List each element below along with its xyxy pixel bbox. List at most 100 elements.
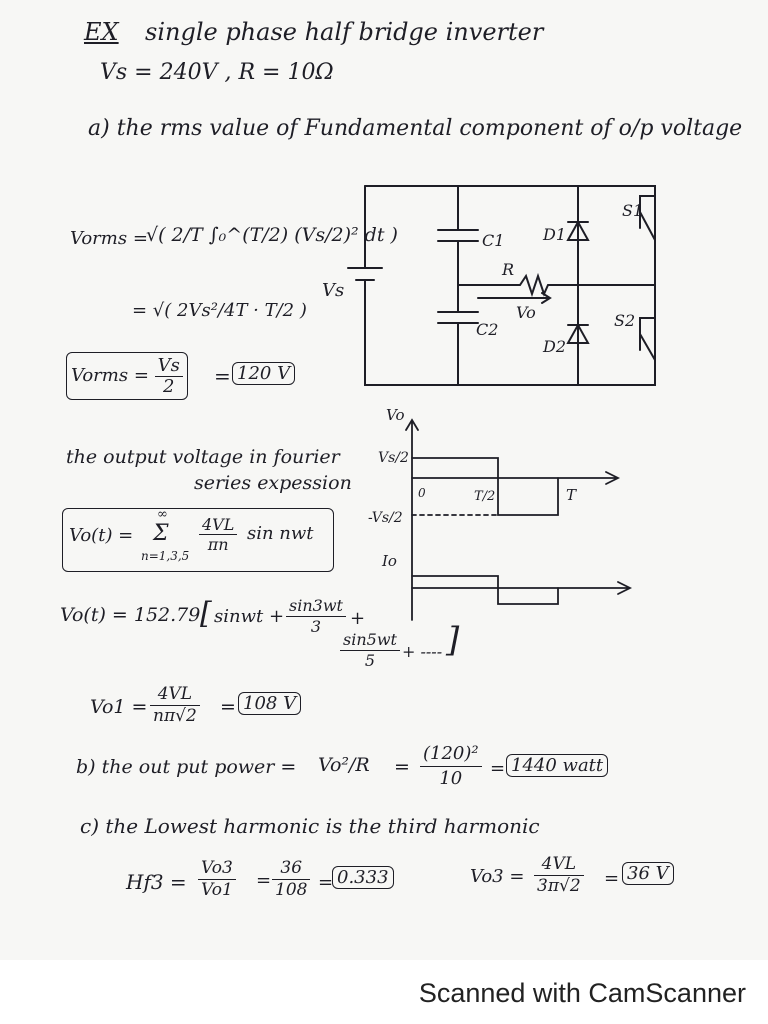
fourier-coef-den: πn: [207, 535, 229, 554]
part-a-heading: a) the rms value of Fundamental componen…: [88, 116, 743, 141]
hf3-lhs: Hf3 =: [126, 870, 187, 894]
part-b-heading: b) the out put power =: [76, 756, 297, 778]
s2-label: S2: [614, 311, 635, 330]
vorms-lhs: Vorms =: [70, 228, 148, 249]
vorms-result-lhs: Vorms =: [71, 365, 149, 386]
vo1-lhs: Vo1 =: [90, 696, 148, 718]
fourier-expansion-t1: sinwt +: [214, 606, 285, 627]
origin-label: 0: [418, 486, 426, 500]
hf3-value-box: 0.333: [332, 866, 394, 889]
part-c-heading: c) the Lowest harmonic is the third harm…: [80, 814, 540, 838]
ex-label: EX: [84, 18, 119, 46]
vorms-integral: √( 2/T ∫₀^(T/2) (Vs/2)² dt ): [146, 224, 398, 246]
part-b-equals: =: [394, 756, 410, 778]
r-label: R: [501, 260, 514, 279]
s1-symbol: [639, 195, 656, 241]
vo3-den: 3π√2: [537, 876, 581, 896]
part-b-num: (120)²: [420, 742, 482, 767]
hf3-num-2: 36: [272, 858, 311, 880]
sum-top: ∞: [157, 507, 168, 522]
fourier-coef-num: 4VL: [199, 515, 238, 535]
vo-axis-label: Vo: [386, 406, 405, 424]
pos-level-label: Vs/2: [378, 450, 409, 466]
load-resistor: [457, 272, 656, 298]
vo-square-wave: [411, 457, 559, 516]
vo3-equals: =: [604, 868, 620, 889]
fourier-expansion-bracket: [: [200, 596, 212, 631]
vo1-den: nπ√2: [153, 706, 197, 726]
part-b-formula: Vo²/R: [318, 754, 370, 776]
c2-plates: [437, 311, 479, 324]
s1-label: S1: [622, 201, 643, 220]
vorms-value-box: 120 V: [232, 362, 296, 385]
vo3-fraction: 4VL 3π√2: [534, 854, 584, 897]
sum-sign: Σ: [153, 521, 169, 546]
half-period-label: T/2: [474, 489, 495, 504]
fourier-expansion-bracket-close: ]: [446, 620, 460, 660]
fourier-expansion-t2-num: sin3wt: [286, 596, 346, 617]
io-square-wave: [411, 575, 559, 605]
c1-plates: [437, 229, 479, 242]
fourier-expansion-tail: + ----: [402, 642, 443, 661]
d2-symbol: [566, 322, 590, 344]
vorms-result-den: 2: [163, 375, 175, 397]
given-values: Vs = 240V , R = 10Ω: [100, 60, 334, 85]
scanned-page: EX single phase half bridge inverter Vs …: [60, 18, 743, 901]
vo-arrow: [477, 292, 552, 304]
vo3-num: 4VL: [534, 854, 584, 876]
vo1-value-box: 108 V: [238, 692, 302, 715]
hf3-equals: =: [256, 870, 272, 891]
vorms-equals: =: [214, 364, 231, 388]
vo1-fraction: 4VL nπ√2: [150, 684, 200, 727]
part-b-fraction: (120)² 10: [420, 742, 482, 791]
fourier-expansion-t3-num: sin5wt: [340, 630, 400, 651]
neg-level-label: -Vs/2: [368, 510, 403, 526]
part-b-den: 10: [439, 768, 463, 789]
hf3-den: Vo1: [201, 880, 233, 900]
part-b-value-box: 1440 watt: [506, 754, 609, 777]
part-b-equals-2: =: [490, 758, 506, 779]
vorms-step2: = √( 2Vs²/4T · T/2 ): [132, 300, 307, 321]
fourier-caption-2: series expession: [194, 472, 352, 494]
vorms-result-box: Vorms = Vs 2: [66, 352, 188, 400]
s2-symbol: [639, 317, 656, 361]
vo1-num: 4VL: [150, 684, 200, 706]
io-axis-label: Io: [381, 552, 397, 570]
fourier-expansion-t3: sin5wt 5: [340, 630, 400, 671]
vo3-value-box: 36 V: [622, 862, 674, 885]
fourier-caption-1: the output voltage in fourier: [66, 446, 340, 468]
hf3-fraction: Vo3 Vo1: [198, 858, 236, 901]
fourier-expansion-plus: +: [350, 608, 366, 629]
vo1-equals: =: [220, 696, 236, 718]
d1-label: D1: [542, 225, 566, 244]
vo-label: Vo: [516, 303, 536, 322]
fourier-coef: 4VL πn: [199, 515, 238, 554]
period-label: T: [566, 486, 577, 504]
page-title: single phase half bridge inverter: [145, 18, 544, 46]
hf3-num: Vo3: [198, 858, 236, 880]
fourier-sin-term: sin nwt: [247, 523, 314, 544]
scanner-footer: Scanned with CamScanner: [0, 960, 768, 1024]
fourier-formula-box: Vo(t) = ∞ Σ n=1,3,5 4VL πn sin nwt: [62, 507, 334, 572]
circuit-wire-outer: [364, 185, 656, 386]
fourier-expansion-t2: sin3wt 3: [286, 596, 346, 637]
time-axis-io: [411, 581, 633, 595]
vo3-lhs: Vo3 =: [470, 866, 525, 887]
vorms-result-num: Vs: [154, 355, 183, 377]
scanner-watermark: Scanned with CamScanner: [418, 978, 746, 1008]
vorms-result-fraction: Vs 2: [154, 355, 183, 397]
hf3-fraction-2: 36 108: [272, 858, 311, 901]
d2-label: D2: [542, 337, 566, 356]
fourier-formula-lhs: Vo(t) =: [69, 525, 134, 546]
source-label: Vs: [322, 280, 344, 301]
time-axis-vo: [411, 471, 621, 485]
hf3-den-2: 108: [275, 880, 308, 900]
fourier-expansion-lhs: Vo(t) = 152.79: [60, 604, 201, 626]
fourier-expansion-t2-den: 3: [310, 617, 322, 636]
c2-label: C2: [476, 320, 498, 339]
hf3-equals-2: =: [318, 872, 334, 893]
d1-symbol: [566, 219, 590, 241]
sum-bottom: n=1,3,5: [141, 549, 190, 563]
vo-axis: [405, 418, 419, 621]
c1-label: C1: [482, 231, 504, 250]
